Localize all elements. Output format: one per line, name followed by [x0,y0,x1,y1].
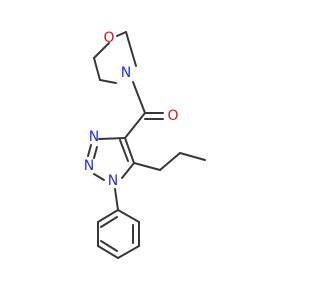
bond-c5-c4-b [119,139,129,162]
bond-n-carbonyl [132,81,146,114]
atom-n-triazole-1: N [108,173,118,189]
bond-morph-n-c3 [130,48,137,67]
bond-n1-phenyl [114,188,119,211]
bond-ph-6 [117,209,140,223]
bond-morph-o-c1 [93,42,110,59]
atom-n-triazole-3: N [89,129,99,145]
atom-labels: O N O N N N [84,30,179,189]
bond-morph-c2-n [99,79,117,84]
bond-carbonyl-triazole [124,112,146,139]
bond-ph-3 [97,245,119,259]
phenyl-ring [97,209,140,259]
bond-n2-n1 [93,173,105,181]
atom-n-morpholine: N [121,65,131,81]
bond-ph-1-inner [100,216,118,228]
bond-n3-n2-b [93,146,98,159]
bond-morph-c4-o [116,31,127,37]
atom-o-carbonyl: O [167,108,178,124]
bond-c4-n3 [98,137,126,140]
propyl-chain [133,152,206,171]
structure-canvas: O N O N N N [84,30,206,259]
triazole-ring [87,137,135,181]
atom-n-triazole-2: N [84,158,94,174]
atom-o-morpholine: O [103,30,114,46]
bond-ph-1 [97,209,119,223]
bond-c5-c4-a [124,137,135,164]
bond-propyl-1 [133,162,161,171]
bond-morph-c3-c4 [125,31,132,50]
bond-ph-4 [117,245,140,259]
morpholine-ring [93,31,137,84]
bond-propyl-2 [159,152,181,171]
carbonyl-double-bond [144,112,164,120]
bond-n3-n2-a [87,144,92,157]
molecule-diagram: O N O N N N [84,30,206,259]
bond-propyl-3 [179,152,206,161]
bond-morph-c1-c2 [93,57,101,81]
bond-n1-c5 [121,162,135,179]
bond-ph-3-inner [100,240,118,252]
